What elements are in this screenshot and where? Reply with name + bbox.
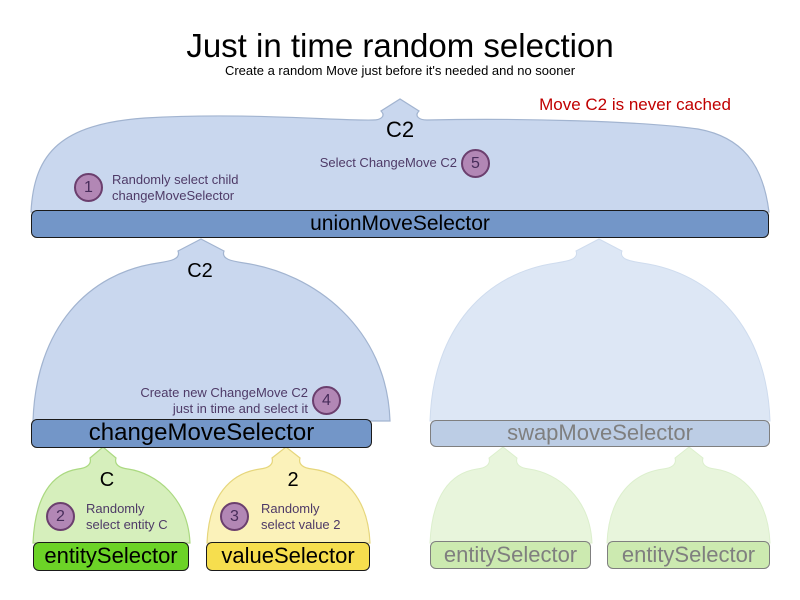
- step-3-annotation: Randomly select value 2: [261, 501, 341, 533]
- step-2-badge: 2: [46, 502, 75, 531]
- page-title: Just in time random selection: [186, 27, 614, 64]
- faded-entity-funnel-left-shape: [429, 446, 593, 544]
- never-cached-note: Move C2 is never cached: [539, 95, 731, 114]
- swap-funnel-arrow-shape: [429, 238, 771, 422]
- value-selector-bar: valueSelector: [206, 542, 370, 571]
- step-1-annotation-line2: changeMoveSelector: [112, 188, 235, 203]
- union-funnel-arrow-shape: [30, 98, 770, 213]
- union-output-move-label: C2: [385, 117, 415, 142]
- step-2-annotation: Randomly select entity C: [86, 501, 168, 533]
- step-2-annotation-line2: select entity C: [86, 517, 168, 532]
- step-1-annotation-line1: Randomly select child: [112, 172, 239, 187]
- entity-output-label: C: [99, 469, 115, 491]
- step-4-annotation-line2: just in time and select it: [172, 401, 308, 416]
- union-move-selector-bar: unionMoveSelector: [31, 210, 769, 238]
- step-1-badge: 1: [74, 173, 103, 202]
- step-3-annotation-line2: select value 2: [261, 517, 341, 532]
- faded-entity-selector-bar-left: entitySelector: [430, 541, 591, 569]
- entity-selector-bar: entitySelector: [33, 542, 189, 571]
- step-3-badge: 3: [220, 502, 249, 531]
- step-4-annotation: Create new ChangeMove C2 just in time an…: [140, 385, 308, 417]
- faded-entity-funnel-right-shape: [606, 446, 771, 544]
- change-move-selector-bar: changeMoveSelector: [31, 419, 372, 448]
- step-5-badge: 5: [461, 149, 490, 178]
- step-4-badge: 4: [312, 386, 341, 415]
- step-3-annotation-line1: Randomly: [261, 501, 320, 516]
- step-1-annotation: Randomly select child changeMoveSelector: [112, 172, 238, 204]
- page-subtitle: Create a random Move just before it's ne…: [224, 63, 576, 78]
- change-output-move-label: C2: [187, 260, 213, 282]
- change-funnel-arrow-shape: [32, 238, 391, 422]
- step-5-annotation-line1: Select ChangeMove C2: [319, 155, 457, 170]
- step-2-annotation-line1: Randomly: [86, 501, 145, 516]
- swap-move-selector-bar: swapMoveSelector: [430, 420, 770, 447]
- faded-entity-selector-bar-right: entitySelector: [607, 541, 770, 569]
- step-4-annotation-line1: Create new ChangeMove C2: [140, 385, 308, 400]
- value-output-label: 2: [287, 469, 299, 491]
- step-5-annotation: Select ChangeMove C2: [320, 155, 457, 171]
